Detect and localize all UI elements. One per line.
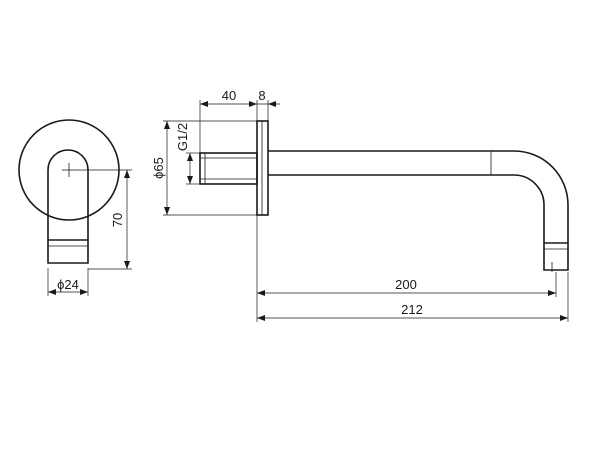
height-label: 70 <box>110 213 125 227</box>
overall-length-dimension: 212 <box>257 272 569 322</box>
reach-dimension: 200 <box>256 215 557 322</box>
flange-thickness-dimension: 8 <box>257 88 280 121</box>
thread-length-label: 40 <box>222 88 236 103</box>
outlet-diameter-dimension: ϕ24 <box>47 268 89 296</box>
thread-size-dimension: G1/2 <box>175 123 200 185</box>
reach-label: 200 <box>395 277 417 292</box>
flange-diameter-dimension: ϕ65 <box>151 120 257 216</box>
overall-length-label: 212 <box>401 302 423 317</box>
front-view <box>18 119 132 270</box>
side-view <box>199 120 569 272</box>
wall-flange <box>256 120 269 216</box>
flange-thickness-label: 8 <box>258 88 265 103</box>
outlet-diameter-label: ϕ24 <box>57 277 79 292</box>
height-dimension: 70 <box>110 170 130 269</box>
flange-diameter-label: ϕ65 <box>151 157 166 179</box>
thread-size-label: G1/2 <box>175 123 190 151</box>
thread-length-dimension: 40 <box>199 88 258 153</box>
spout-arm <box>268 150 569 271</box>
